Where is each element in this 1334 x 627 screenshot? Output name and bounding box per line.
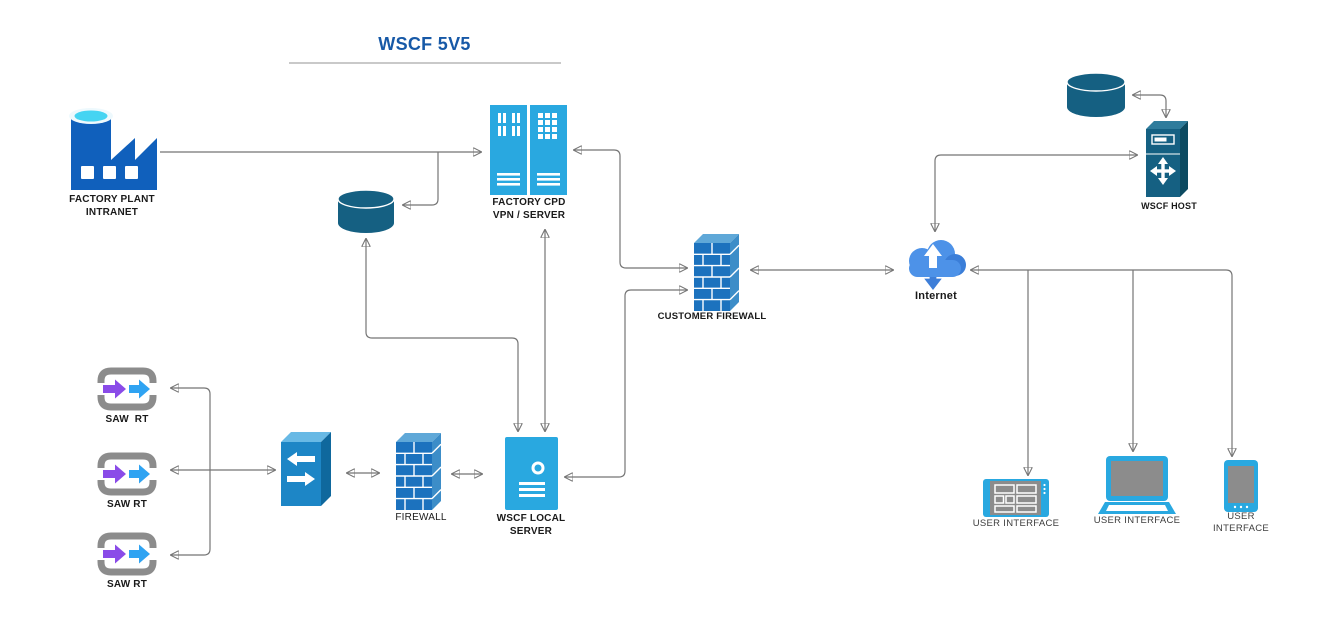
saw-rt-1-icon	[95, 366, 159, 412]
wscf-local-server-icon	[505, 437, 558, 510]
saw-rt-3-icon	[95, 531, 159, 577]
ui-dashboard-icon	[983, 479, 1049, 517]
ui-laptop-label: USER INTERFACE	[1093, 515, 1181, 526]
saw-rt-2-label: SAW RT	[106, 499, 148, 510]
factory-cpd-server-icon	[490, 105, 567, 195]
firewall-label: FIREWALL	[395, 512, 447, 523]
ui-mobile-icon	[1224, 460, 1258, 512]
saw-rt-1-label: SAW RT	[105, 414, 149, 425]
customer-firewall-icon	[694, 233, 744, 311]
router-icon	[281, 432, 333, 506]
ui-dashboard-label: USER INTERFACE	[972, 518, 1060, 529]
factory-plant-label: FACTORY PLANT INTRANET	[69, 194, 155, 218]
internet-label: Internet	[915, 290, 957, 302]
ui-laptop-icon	[1098, 456, 1176, 514]
host-database-icon	[1066, 72, 1126, 118]
firewall-icon	[396, 432, 446, 510]
wscf-host-icon	[1146, 121, 1192, 197]
intranet-database-icon	[337, 189, 395, 234]
diagram-title: WSCF 5V5	[378, 34, 471, 54]
factory-plant-icon	[65, 104, 159, 192]
factory-cpd-label: FACTORY CPD VPN / SERVER	[492, 197, 566, 221]
saw-rt-2-icon	[95, 451, 159, 497]
wscf-local-server-label: WSCF LOCAL SERVER	[496, 513, 566, 537]
internet-cloud-icon	[903, 234, 967, 294]
wscf-host-label: WSCF HOST	[1141, 201, 1197, 211]
title-underline	[289, 62, 561, 64]
customer-firewall-label: CUSTOMER FIREWALL	[657, 311, 767, 322]
ui-mobile-label: USER INTERFACE	[1212, 511, 1269, 534]
saw-rt-3-label: SAW RT	[106, 579, 148, 590]
